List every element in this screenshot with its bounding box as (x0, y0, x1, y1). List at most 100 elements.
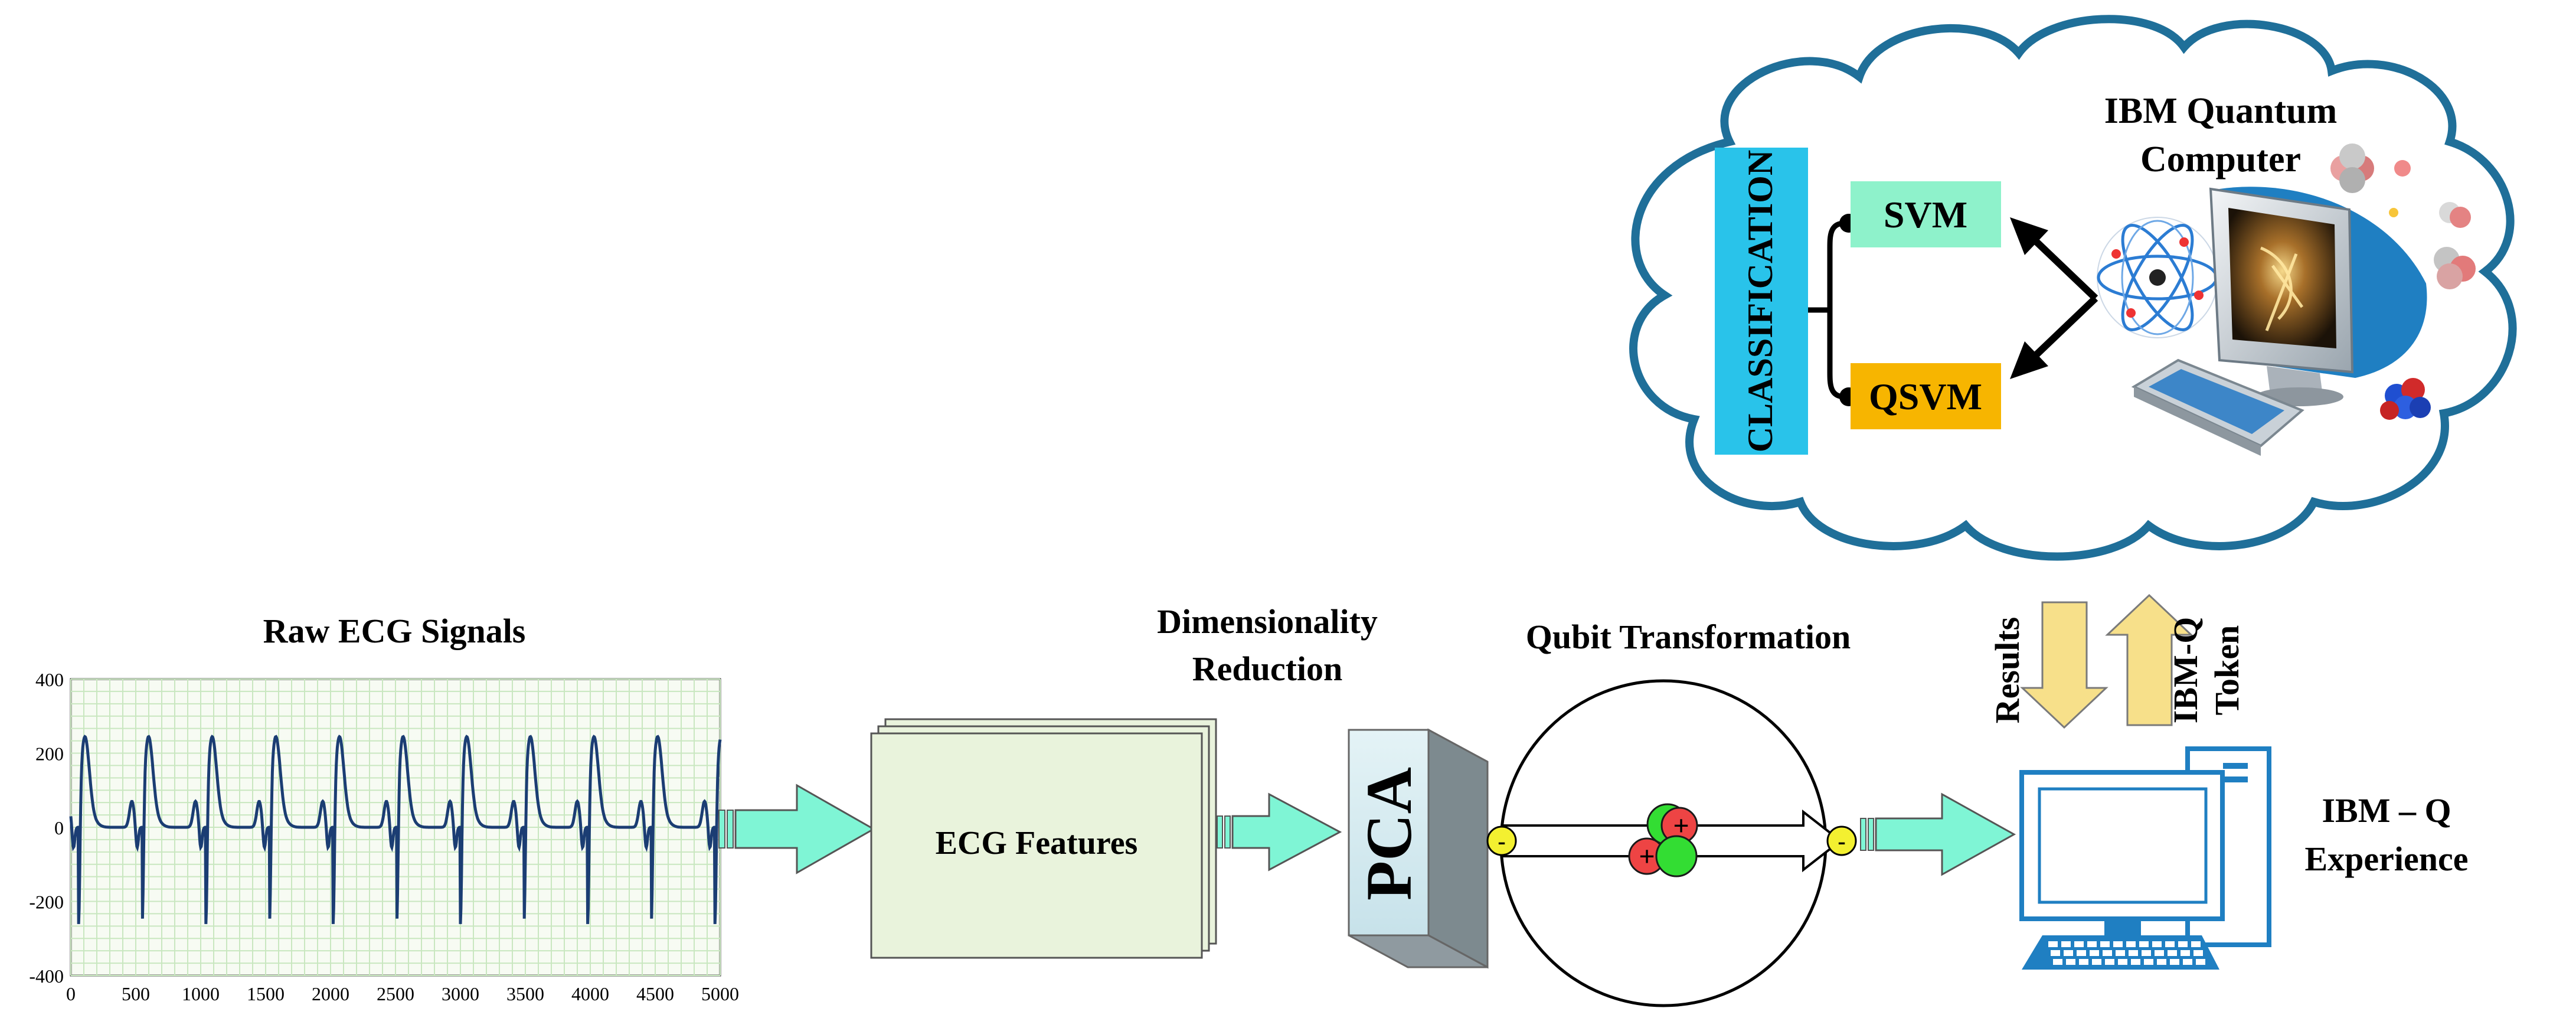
qubit-title: Qubit Transformation (1526, 618, 1851, 656)
raw-ecg-title: Raw ECG Signals (263, 612, 526, 650)
ecg-features-stack: ECG Features (870, 718, 1217, 959)
qubit-right-minus (1826, 826, 1857, 856)
keyboard-key (2170, 959, 2179, 965)
ecg-y-tick: 0 (54, 817, 64, 838)
keyboard-key (2155, 950, 2164, 956)
keyboard-key (2061, 941, 2071, 947)
token-arrow (2105, 593, 2193, 726)
classification-box (1715, 148, 1808, 455)
keyboard-key (2077, 950, 2086, 956)
ecg-x-tick: 1500 (247, 983, 285, 1004)
keyboard-key (2066, 959, 2075, 965)
ecg-trace (69, 735, 722, 924)
keyboard-key (2144, 959, 2153, 965)
svm-box (1851, 181, 2001, 247)
results-label: Results (1988, 617, 2026, 723)
ecg-x-tick: 500 (122, 983, 150, 1004)
keyboard-key (2074, 941, 2084, 947)
keyboard-key (2168, 950, 2177, 956)
quantum-cloud: CLASSIFICATION SVM QSVM IBM Quantum Comp… (1629, 15, 2517, 561)
keyboard-key (2165, 941, 2175, 947)
qubit-left-minus-label: - (1498, 828, 1505, 854)
keyboard-key (2183, 959, 2192, 965)
qsvm-label: QSVM (1869, 376, 1982, 417)
ecg-x-tick: 1000 (182, 983, 220, 1004)
token-label-line1: IBM-Q (2166, 617, 2205, 723)
keyboard-key (2181, 950, 2190, 956)
keyboard-key (2157, 959, 2166, 965)
ecg-y-tick: -200 (29, 892, 64, 913)
ibm-quantum-title-line2: Computer (2140, 139, 2301, 180)
qubit-plus-top: + (1673, 810, 1689, 841)
arrow-to-qsvm-head (2010, 341, 2048, 379)
ecg-x-tick: 2500 (377, 983, 414, 1004)
keyboard-key (2064, 950, 2073, 956)
arrow-to-svm-head (2010, 217, 2048, 255)
ecg-y-axis: 400 200 0 -200 -400 (29, 669, 64, 987)
keyboard-key (2118, 959, 2127, 965)
keyboard-key (2090, 950, 2099, 956)
keyboard-key (2087, 941, 2097, 947)
classification-brace (1808, 220, 1845, 400)
keyboard-key (2193, 950, 2203, 956)
ecg-features-label: ECG Features (936, 825, 1138, 862)
keyboard-key (2053, 959, 2062, 965)
keyboard-key (2103, 950, 2112, 956)
keyboard-keys (2048, 941, 2205, 965)
keyboard-key (2092, 959, 2101, 965)
ecg-features-box (870, 732, 1203, 959)
keyboard-icon (2131, 358, 2304, 456)
keyboard-key (2152, 941, 2162, 947)
keyboard-key (2079, 959, 2088, 965)
molecule-icon (2330, 143, 2476, 420)
keyboard-key (2105, 959, 2114, 965)
qubit-right-minus-label: - (1838, 828, 1845, 854)
pca-label: PCA (1353, 767, 1425, 901)
arrow-ecg-to-features (718, 784, 876, 875)
arrow-features-to-pca (1217, 792, 1342, 872)
arrow-qubit-to-ibmq (1860, 792, 2016, 876)
keyboard-key (2051, 950, 2060, 956)
pca-block: PCA (1348, 728, 1489, 969)
ecg-x-tick: 3000 (442, 983, 479, 1004)
keyboard-key (2116, 950, 2125, 956)
ecg-y-tick: 200 (35, 743, 64, 765)
keyboard-key (2178, 941, 2188, 947)
ecg-x-tick: 3500 (506, 983, 544, 1004)
keyboard-key (2191, 941, 2201, 947)
ecg-y-tick: -400 (29, 965, 64, 987)
arrow-to-qsvm (2028, 295, 2098, 363)
token-label-line2: Token (2208, 625, 2246, 716)
desktop-computer-icon (2019, 746, 2271, 970)
keyboard-key (2129, 950, 2138, 956)
qubit-sphere: + + - - (1486, 679, 1857, 1007)
keyboard-key (2139, 941, 2149, 947)
ecg-x-tick: 5000 (701, 983, 739, 1004)
ibm-quantum-title-line1: IBM Quantum (2104, 91, 2337, 131)
pca-face (1348, 729, 1430, 937)
dimensionality-label-line2: Reduction (1192, 650, 1343, 688)
arrow-to-svm (2028, 233, 2098, 301)
quantum-computer-monitor-icon (2209, 187, 2427, 406)
ibmq-experience-line1: IBM – Q (2322, 791, 2451, 830)
qubit-left-minus (1486, 826, 1517, 856)
qubit-plus-bottom: + (1639, 841, 1655, 872)
results-arrow (2020, 601, 2108, 729)
keyboard-key (2048, 941, 2058, 947)
svm-label: SVM (1884, 194, 1967, 236)
ecg-x-tick: 0 (66, 983, 76, 1004)
keyboard-key (2196, 959, 2205, 965)
ecg-x-tick: 2000 (312, 983, 349, 1004)
keyboard-key (2142, 950, 2151, 956)
ibmq-experience-line2: Experience (2304, 840, 2468, 878)
keyboard-key (2113, 941, 2123, 947)
classification-label: CLASSIFICATION (1741, 150, 1780, 452)
ecg-x-tick: 4000 (571, 983, 609, 1004)
qsvm-box (1851, 363, 2001, 429)
keyboard-key (2100, 941, 2110, 947)
atom-icon (2097, 217, 2218, 338)
dimensionality-label-line1: Dimensionality (1157, 602, 1378, 641)
ecg-y-tick: 400 (35, 669, 64, 690)
